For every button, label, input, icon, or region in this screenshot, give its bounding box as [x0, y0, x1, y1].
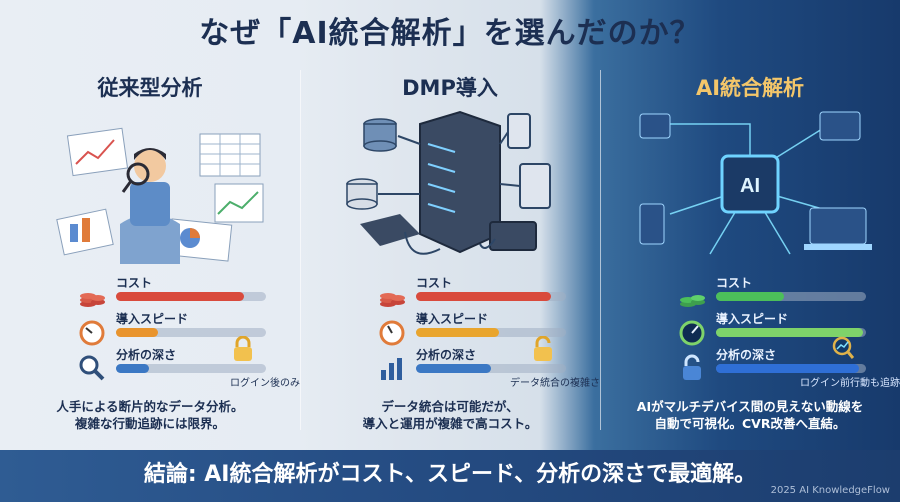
metric-label: 分析の深さ	[416, 348, 477, 362]
metric-bar-fill	[416, 364, 491, 373]
column-divider	[600, 70, 601, 430]
column-description: AIがマルチデバイス間の見えない動線を 自動で可視化。CVR改善へ直結。	[600, 398, 900, 432]
description-line: 導入と運用が複雑で高コスト。	[362, 416, 538, 431]
metric-bar-fill	[116, 364, 149, 373]
coins-icon	[80, 293, 105, 307]
metric-bar-fill	[416, 292, 551, 301]
speedometer-icon	[679, 320, 705, 346]
metric-bar	[116, 364, 266, 373]
unlock-icon	[683, 354, 701, 380]
metric-bar-fill	[116, 292, 244, 301]
ai-chip-illustration: AI	[639, 111, 872, 255]
bar-chart-icon	[381, 358, 402, 380]
coins-icon	[680, 295, 705, 307]
metric-bar-fill	[116, 328, 158, 337]
metric-label: 導入スピード	[416, 312, 489, 326]
metric-speed: 導入スピード	[600, 310, 900, 350]
column-title: 従来型分析	[97, 76, 203, 100]
metric-label: 導入スピード	[116, 312, 189, 326]
speedometer-icon	[379, 320, 405, 346]
column-dmp: DMP導入 コスト 導入スピード	[300, 62, 600, 452]
metric-cost: コスト	[300, 274, 600, 314]
description-line: AIがマルチデバイス間の見えない動線を	[636, 399, 864, 414]
column-traditional: 従来型分析 コスト 導	[0, 62, 300, 452]
metric-speed: 導入スピード	[300, 310, 600, 350]
metric-label: コスト	[416, 276, 453, 290]
server-illustration	[346, 110, 551, 255]
page-title: なぜ「AI統合解析」を選んだのか？	[199, 16, 701, 51]
description-line: 人手による断片的なデータ分析。	[56, 399, 244, 414]
metric-bar	[116, 328, 266, 337]
lock-note: ログイン後のみ	[230, 378, 300, 389]
lock-note: データ統合の複雑さ	[510, 378, 600, 389]
svg-text:AI: AI	[740, 175, 760, 197]
metric-bar-fill	[716, 328, 863, 337]
metric-bar	[416, 364, 566, 373]
conclusion-text: 結論: AI統合解析がコスト、スピード、分析の深さで最適解。	[143, 462, 757, 487]
metric-label: コスト	[116, 276, 153, 290]
column-divider	[300, 70, 301, 430]
metric-depth: 分析の深さ データ統合の複雑さ	[300, 336, 600, 389]
metric-bar-fill	[716, 292, 784, 301]
description-line: 複雑な行動追跡には限界。	[74, 416, 225, 431]
metric-label: 導入スピード	[716, 312, 789, 326]
copyright: 2025 AI KnowledgeFlow	[770, 485, 890, 496]
metric-speed: 導入スピード	[0, 310, 300, 350]
metric-cost: コスト	[600, 274, 900, 314]
metric-bar	[716, 364, 866, 373]
column-title: AI統合解析	[695, 76, 805, 100]
description-line: 自動で可視化。CVR改善へ直結。	[654, 416, 846, 431]
lock-icon	[234, 336, 252, 361]
magnifier-icon	[79, 355, 105, 381]
metric-bar-fill	[416, 328, 499, 337]
metric-label: コスト	[716, 276, 753, 290]
metric-depth: 分析の深さ ログイン後のみ	[0, 336, 300, 389]
column-description: データ統合は可能だが、 導入と運用が複雑で高コスト。	[300, 398, 600, 432]
column-ai: AI統合解析 AI コスト 導入スピード 分析の深さ	[600, 62, 900, 452]
magnifier-chart-icon	[832, 336, 854, 359]
unlock-icon	[534, 336, 552, 361]
metric-bar	[116, 292, 266, 301]
metric-cost: コスト	[0, 274, 300, 314]
lock-note: ログイン前行動も追跡	[800, 378, 900, 389]
metric-bar	[416, 292, 566, 301]
conclusion-band	[0, 450, 900, 502]
metric-label: 分析の深さ	[116, 348, 177, 362]
column-title: DMP導入	[402, 76, 498, 100]
metric-bar-fill	[716, 364, 859, 373]
metric-label: 分析の深さ	[716, 348, 777, 362]
column-description: 人手による断片的なデータ分析。 複雑な行動追跡には限界。	[0, 398, 300, 432]
analyst-illustration	[56, 127, 264, 264]
metric-bar	[716, 292, 866, 301]
metric-bar	[416, 328, 566, 337]
speedometer-icon	[79, 320, 105, 346]
coins-icon	[380, 293, 405, 307]
description-line: データ統合は可能だが、	[381, 399, 519, 414]
metric-bar	[716, 328, 866, 337]
metric-depth: 分析の深さ ログイン前行動も追跡	[600, 336, 900, 389]
